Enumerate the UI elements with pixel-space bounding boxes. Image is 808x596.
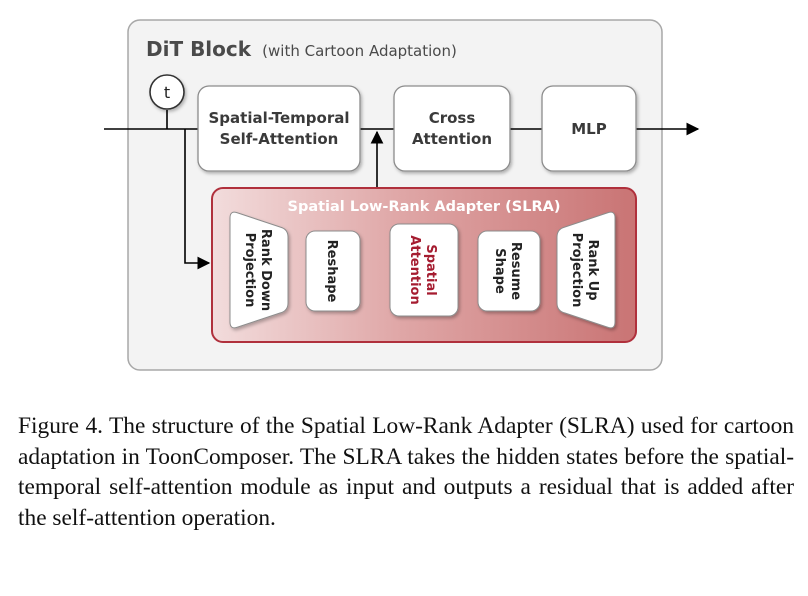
reshape-label-group: Reshape <box>324 240 339 303</box>
stsa-label-line1: Spatial-Temporal <box>208 109 349 127</box>
rank-up-line2: Projection <box>569 233 584 308</box>
rank-down-line2: Projection <box>242 233 257 308</box>
resume-shape-line2: Shape <box>492 248 507 294</box>
slra-title: Spatial Low-Rank Adapter (SLRA) <box>288 199 561 215</box>
mlp-box <box>541 85 637 172</box>
rank-down-projection-block <box>229 211 289 329</box>
dit-block-title-bold: DiT Block <box>146 37 252 61</box>
slra-diagram: DiT Block (with Cartoon Adaptation) t Sp… <box>104 19 700 371</box>
spatial-attention-label: Spatial Attention <box>407 235 438 304</box>
rank-down-projection-label: Rank Down Projection <box>242 229 273 311</box>
dit-block-title: DiT Block (with Cartoon Adaptation) <box>146 37 457 61</box>
cross-attention-label-line1: Cross <box>429 109 476 127</box>
figure-caption: Figure 4. The structure of the Spatial L… <box>18 413 794 531</box>
dit-block-title-sub: (with Cartoon Adaptation) <box>262 42 457 60</box>
reshape-block <box>305 230 361 312</box>
rank-up-projection-block <box>556 211 616 329</box>
reshape-label: Reshape <box>324 240 339 303</box>
resume-shape-block <box>477 230 541 312</box>
rank-down-line1: Rank Down <box>258 229 273 311</box>
rank-up-line1: Rank Up <box>585 239 600 300</box>
spatial-attention-line1: Spatial <box>423 244 438 295</box>
rank-up-projection-label: Rank Up Projection <box>569 233 600 308</box>
timestep-label: t <box>164 83 170 102</box>
cross-attention-label-line2: Attention <box>412 130 492 148</box>
cross-attention-box <box>393 85 511 172</box>
mlp-label: MLP <box>571 120 606 138</box>
resume-shape-line1: Resume <box>508 242 523 300</box>
spatial-attention-line2: Attention <box>407 235 422 304</box>
spatial-attention-block <box>389 223 459 317</box>
timestep-node <box>149 74 185 110</box>
slra-input-branch <box>184 129 211 270</box>
stsa-box <box>197 85 361 172</box>
resume-shape-label: Resume Shape <box>492 242 523 300</box>
stsa-label-line2: Self-Attention <box>220 130 339 148</box>
